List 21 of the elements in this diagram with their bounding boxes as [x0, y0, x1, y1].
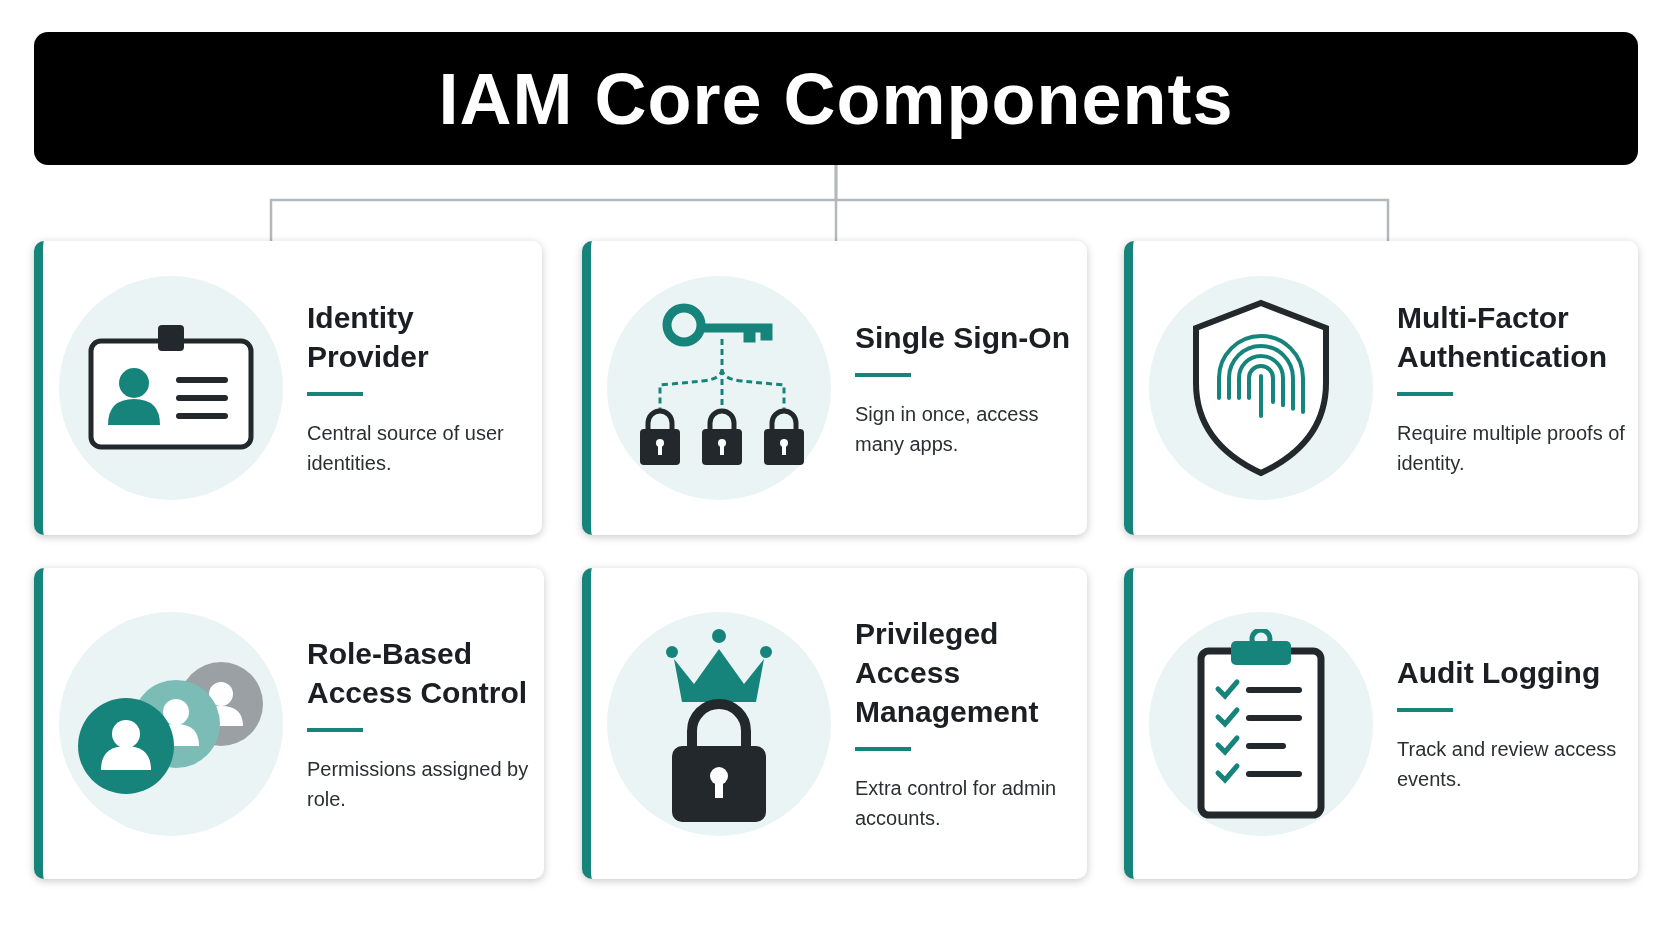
card-heading: Role-Based Access Control: [307, 635, 529, 711]
component-card: [34, 568, 544, 879]
component-card: [34, 241, 542, 535]
card-description: Track and review access events.: [1397, 737, 1618, 792]
card-description: Extra control for admin accounts.: [855, 776, 1058, 831]
card-description: Central source of user identities.: [307, 421, 505, 476]
card-heading: Multi-Factor Authentication: [1397, 300, 1608, 375]
card-heading: Privileged Access Management: [855, 616, 1040, 730]
title-text: IAM Core Components: [438, 57, 1234, 140]
card-description: Permissions assigned by role.: [307, 756, 530, 812]
component-card: [582, 568, 1087, 879]
component-card: [582, 241, 1087, 535]
component-card: [1124, 241, 1638, 535]
card-description: Sign in once, access many apps.: [855, 401, 1040, 457]
card-heading: Single Sign-On: [855, 319, 1071, 356]
card-heading: Audit Logging: [1397, 655, 1602, 691]
title-banner: [34, 32, 1638, 165]
card-heading: Identity Provider: [307, 300, 430, 375]
connector-line: [834, 165, 1390, 241]
card-description: Require multiple proofs of identity.: [1397, 421, 1626, 476]
component-card: [1124, 568, 1638, 879]
